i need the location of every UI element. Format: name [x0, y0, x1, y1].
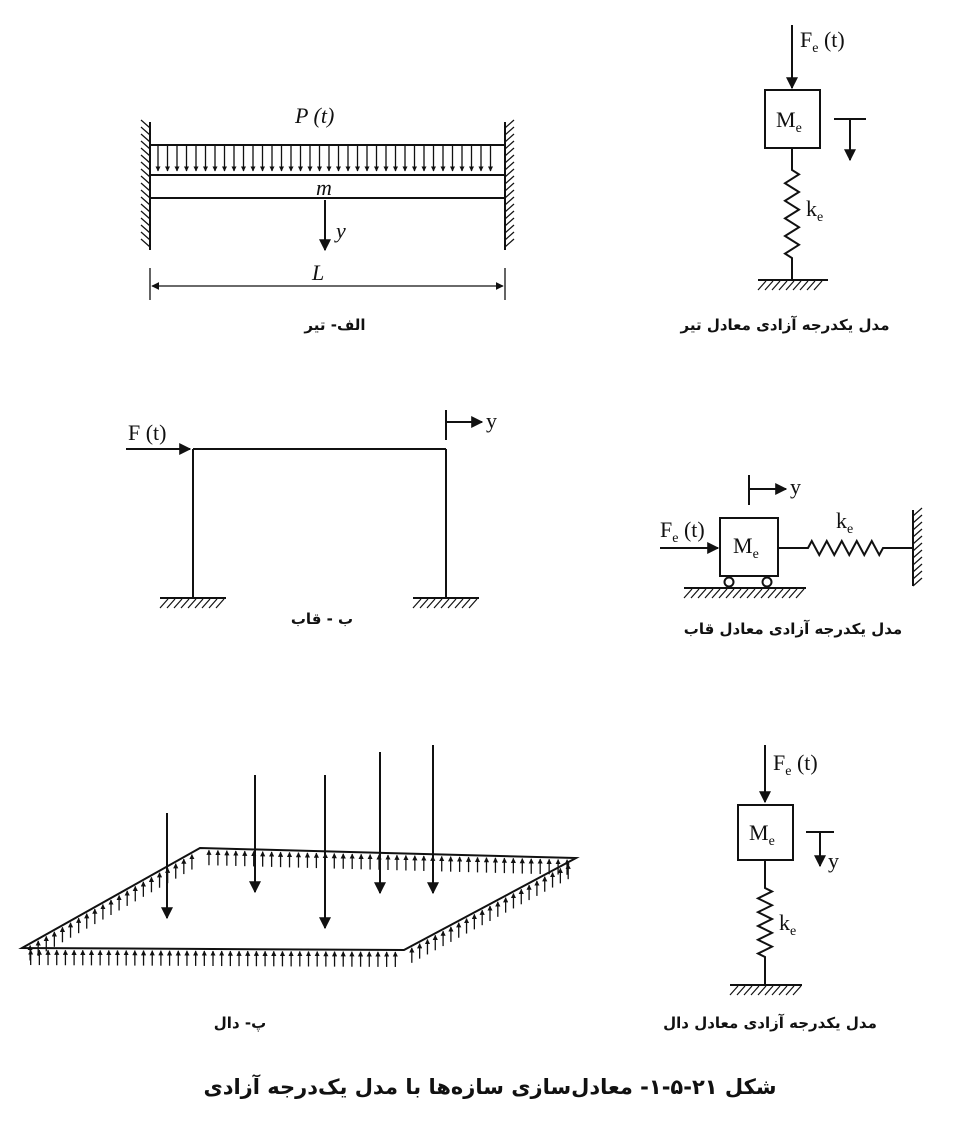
frame-caption: ب - قاب — [291, 610, 353, 628]
slab-caption: پ- دال — [214, 1014, 266, 1032]
frame-sdof-rollers — [723, 576, 773, 588]
frame-force-label: F (t) — [128, 420, 167, 445]
slab-sdof-spring-label: ke — [779, 910, 796, 939]
beam-left-wall — [140, 119, 151, 250]
frame-sdof-wall — [912, 507, 923, 587]
beam-sdof-model: Fe (t) Me ke مدل یکدرجه آزادی معادل تیر — [680, 25, 890, 334]
frame-sdof-displacement-label: y — [790, 474, 801, 499]
frame-sdof-caption: مدل یکدرجه آزادی معادل قاب — [684, 620, 902, 638]
slab-sdof-caption: مدل یکدرجه آزادی معادل دال — [663, 1014, 877, 1032]
beam-sdof-force-label: Fe (t) — [800, 27, 845, 56]
beam-length-dimension — [149, 268, 506, 300]
beam-load-label: P (t) — [294, 103, 334, 128]
slab-sdof-mass-label: Me — [749, 820, 775, 849]
slab-edge-reactions — [27, 849, 571, 967]
frame-sdof-spring — [778, 538, 913, 558]
beam-length-label: L — [311, 260, 324, 285]
frame-sdof-force-label: Fe (t) — [660, 517, 705, 546]
slab-applied-loads — [161, 745, 439, 930]
frame-sdof-model: y Fe (t) Me ke مدل یکدرجه آزادی معادل قا… — [660, 474, 923, 638]
slab-sdof-displacement-arrow — [806, 831, 834, 868]
slab-sdof-model: Fe (t) Me y ke مدل یکدرجه آزادی معادل دا… — [663, 745, 877, 1032]
slab-diagram: پ- دال — [18, 745, 580, 1032]
frame-displacement-label: y — [486, 408, 497, 433]
beam-sdof-mass-label: Me — [776, 107, 802, 136]
slab-sdof-spring — [755, 860, 775, 985]
beam-displacement-label: y — [334, 218, 346, 243]
beam-sdof-ground — [757, 279, 828, 291]
beam-diagram: P (t) m y L الف- تیر — [140, 103, 515, 334]
beam-distributed-load — [150, 144, 505, 172]
slab-sdof-displacement-label: y — [828, 848, 839, 873]
beam-member — [150, 174, 505, 199]
beam-sdof-caption: مدل یکدرجه آزادی معادل تیر — [680, 316, 890, 334]
frame-sdof-mass-label: Me — [733, 533, 759, 562]
beam-sdof-displacement-arrow — [834, 118, 866, 162]
frame-right-support — [412, 597, 479, 609]
beam-mass-label: m — [316, 175, 332, 200]
slab-sdof-force-label: Fe (t) — [773, 750, 818, 779]
frame-displacement-arrow — [445, 410, 484, 440]
slab-sdof-ground — [729, 984, 802, 996]
beam-sdof-spring — [783, 148, 801, 280]
beam-sdof-spring-label: ke — [806, 196, 823, 225]
frame-left-support — [159, 597, 226, 609]
figure-title: شکل ۲۱-۵-۱- معادل‌سازی سازه‌ها با مدل یک… — [203, 1074, 776, 1099]
beam-right-wall — [504, 119, 515, 250]
frame-sdof-spring-label: ke — [836, 508, 853, 537]
frame-diagram: F (t) y ب - قاب — [126, 408, 497, 628]
beam-caption: الف- تیر — [303, 316, 365, 334]
frame-sdof-displacement-arrow — [748, 475, 788, 505]
slab-outline — [18, 846, 580, 952]
frame-sdof-ground — [683, 587, 806, 599]
frame-members — [192, 448, 447, 598]
